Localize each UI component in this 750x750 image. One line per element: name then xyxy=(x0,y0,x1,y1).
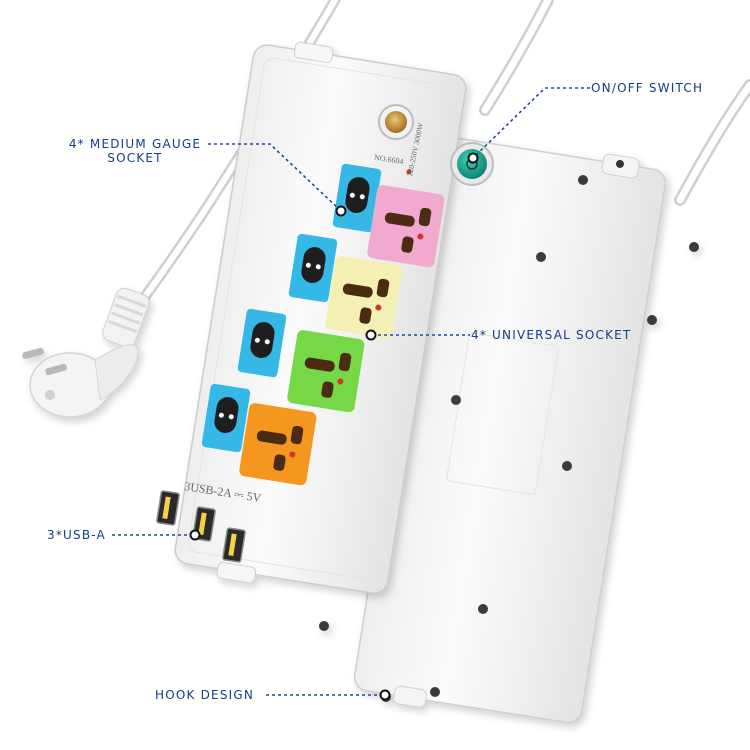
callout-hook: HOOK DESIGN xyxy=(155,688,255,702)
callout-switch: ON/OFF SWITCH xyxy=(591,81,704,95)
power-switch[interactable] xyxy=(450,142,494,186)
universal-socket-pink[interactable] xyxy=(366,184,445,268)
universal-socket-yellow[interactable] xyxy=(324,255,403,339)
usb-port-3[interactable] xyxy=(222,527,246,563)
leader-endpoints xyxy=(189,152,479,701)
usb-ports xyxy=(156,490,246,563)
medium-socket-3[interactable] xyxy=(237,308,287,378)
callout-medium-gauge-line2: SOCKET xyxy=(107,151,163,165)
callout-medium-gauge: 4* MEDIUM GAUGE SOCKET xyxy=(60,137,210,165)
callout-universal: 4* UNIVERSAL SOCKET xyxy=(471,328,632,342)
medium-socket-2[interactable] xyxy=(288,233,338,303)
plug-pin-right xyxy=(45,363,67,376)
usb-port-1[interactable] xyxy=(156,490,180,526)
indicator-light xyxy=(378,104,414,175)
leader-lines xyxy=(112,87,590,696)
universal-sockets xyxy=(238,184,445,486)
schuko-plug xyxy=(22,287,150,418)
universal-socket-green[interactable] xyxy=(286,329,365,413)
top-hook-tab xyxy=(293,41,334,63)
leader-switch xyxy=(472,87,590,159)
callout-medium-gauge-line1: 4* MEDIUM GAUGE xyxy=(68,137,202,151)
power-cord-back-highlight xyxy=(676,81,750,204)
plug-pin-left xyxy=(22,347,44,360)
medium-socket-1[interactable] xyxy=(332,163,382,233)
bottom-hook-tab xyxy=(216,561,257,584)
hook-tab-bottom xyxy=(393,685,427,708)
medium-gauge-sockets xyxy=(201,163,382,453)
power-cord-switch-highlight xyxy=(481,0,552,114)
medium-socket-4[interactable] xyxy=(201,383,251,453)
leader-medium-gauge xyxy=(208,143,341,211)
universal-socket-orange[interactable] xyxy=(238,402,317,486)
callout-usb: 3*USB-A xyxy=(47,528,106,542)
rear-label-area xyxy=(446,332,559,495)
